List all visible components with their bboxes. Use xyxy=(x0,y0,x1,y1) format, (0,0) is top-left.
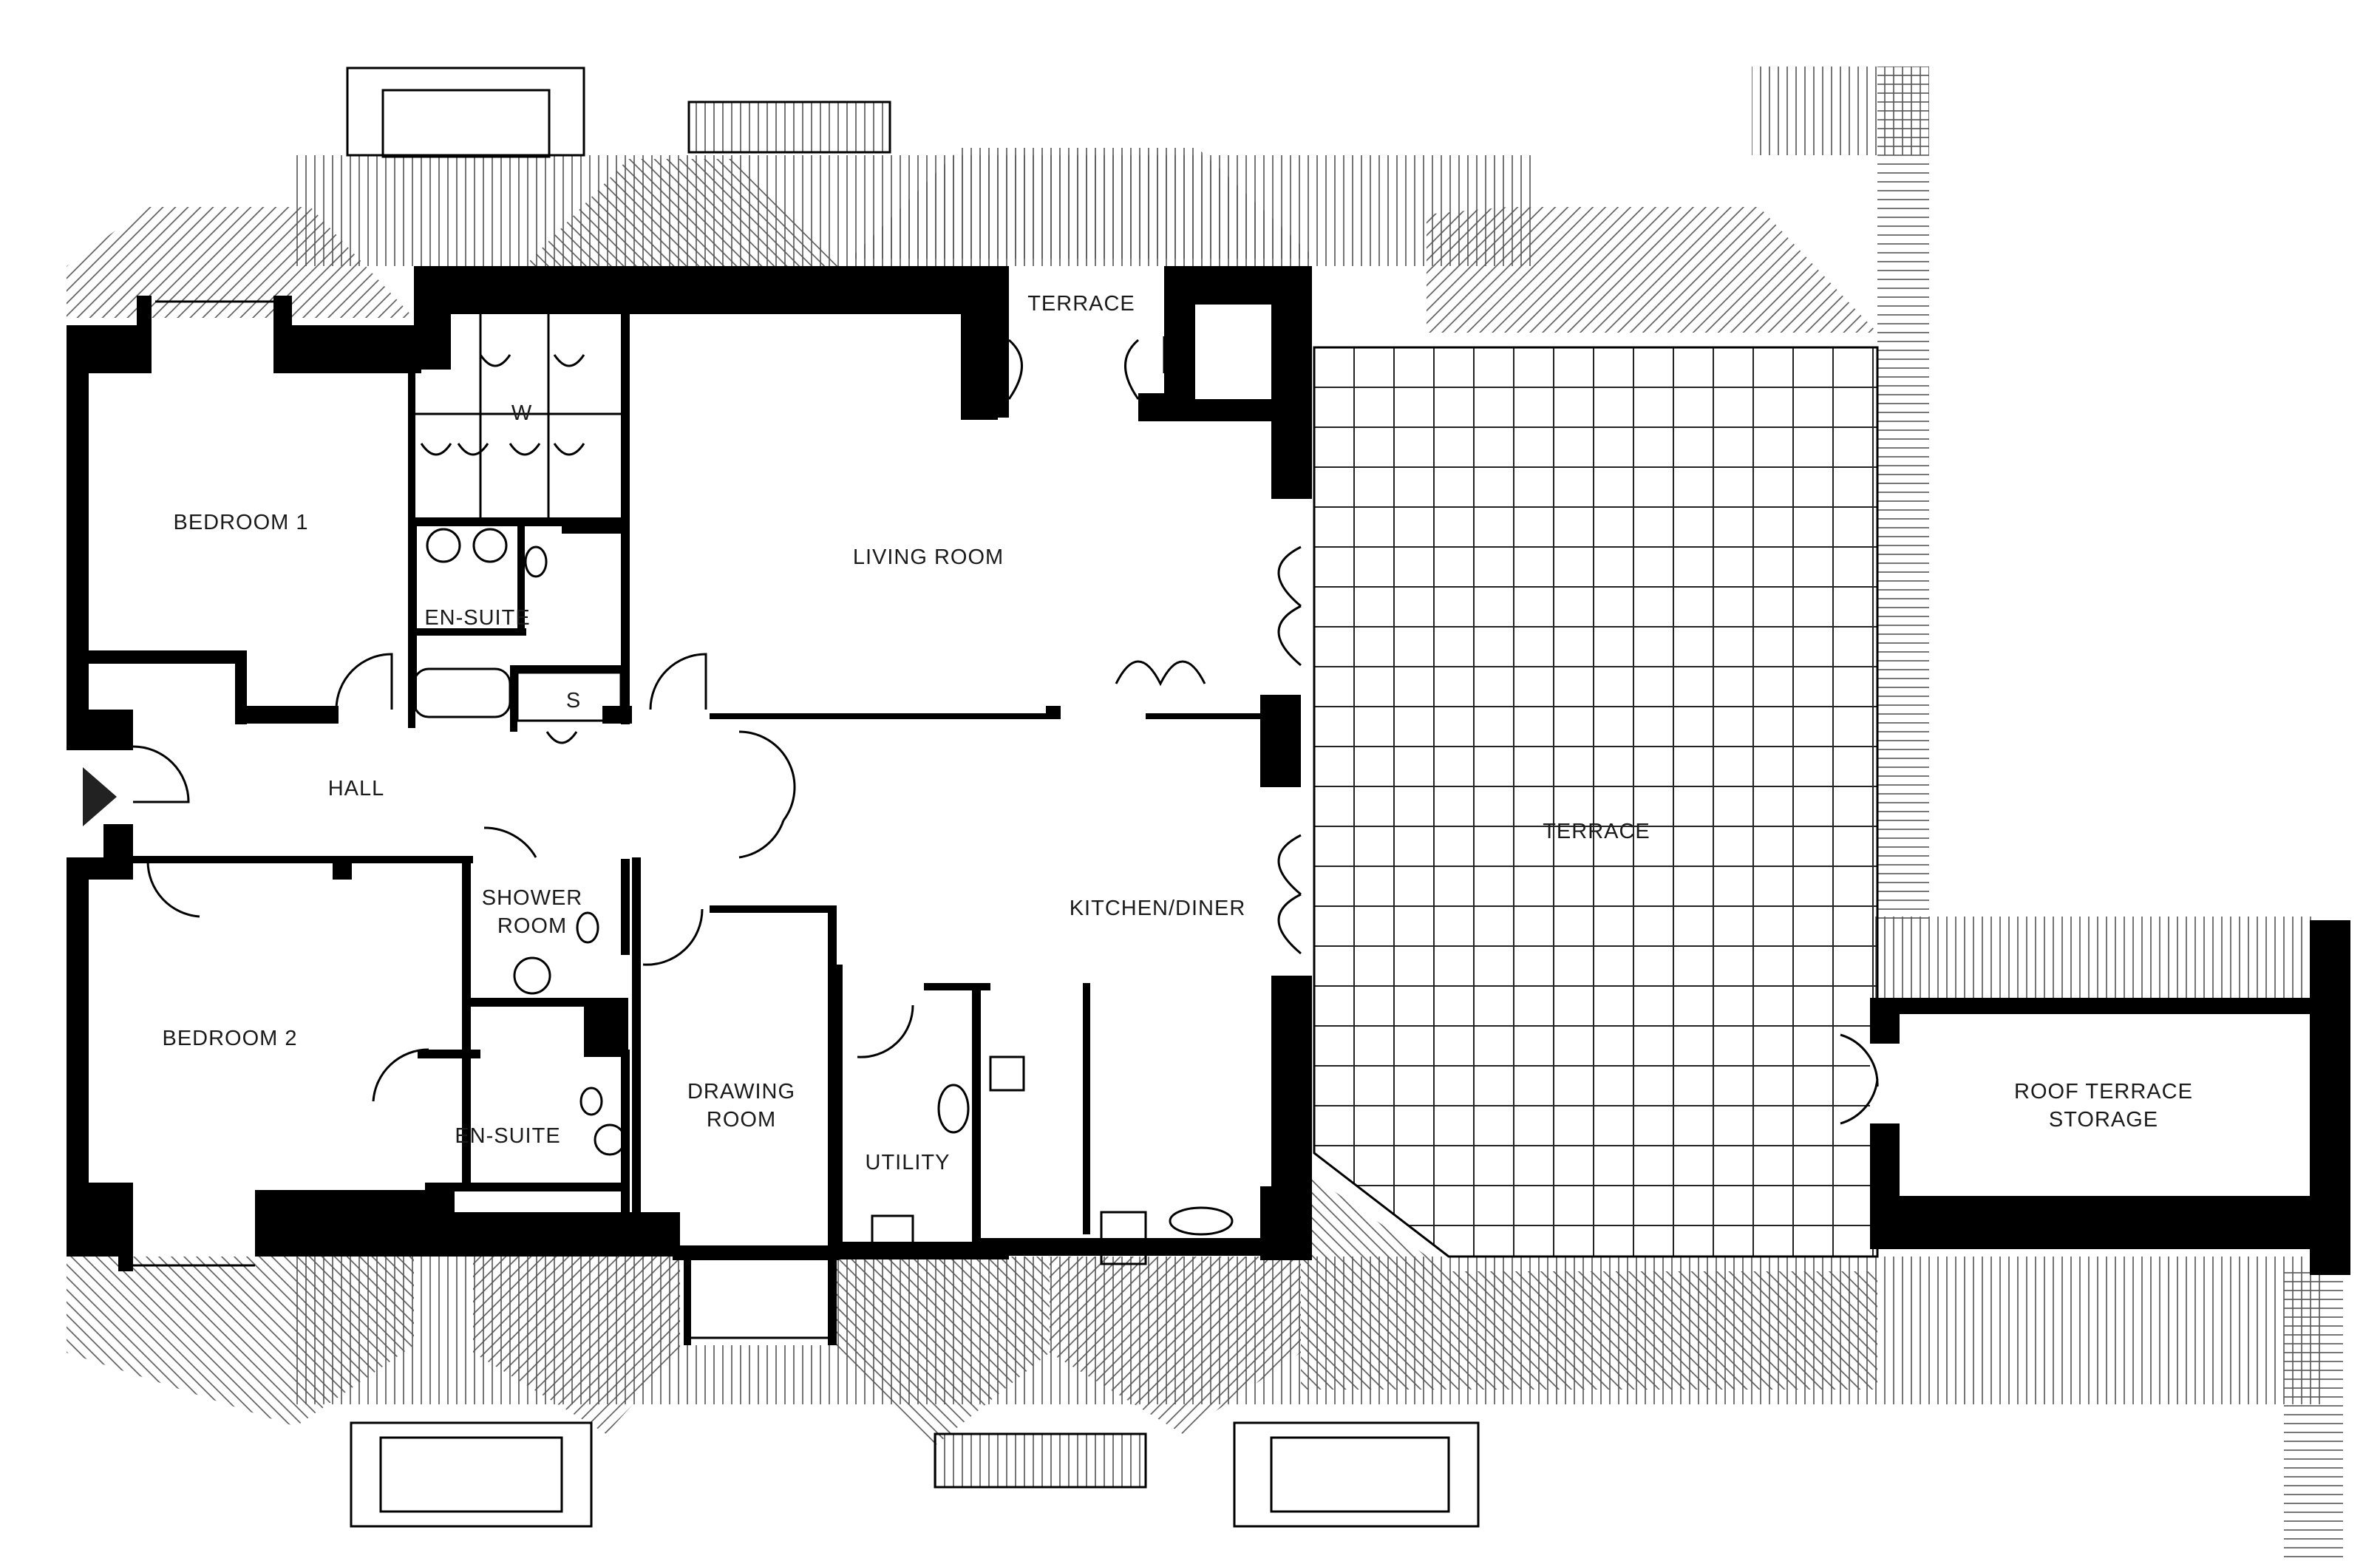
fixtures xyxy=(412,314,1234,1265)
label-shower-room-1: SHOWER xyxy=(482,886,583,910)
roof-bottom xyxy=(67,1168,2321,1449)
label-ensuite-2: EN-SUITE xyxy=(455,1124,560,1148)
door-swings xyxy=(132,545,1302,1102)
dormer-bottom xyxy=(350,1421,1480,1528)
label-store: S xyxy=(566,689,581,713)
terrace-tiles xyxy=(1313,346,1879,1258)
label-terrace-main: TERRACE xyxy=(1543,820,1650,843)
windows xyxy=(133,300,828,1339)
label-shower-room-2: ROOM xyxy=(497,914,567,938)
room-labels: BEDROOM 1 W EN-SUITE S LIVING ROOM TERRA… xyxy=(162,292,2192,1174)
walls xyxy=(67,266,1312,1345)
dormer-top xyxy=(346,67,891,158)
label-storage-1: ROOF TERRACE xyxy=(2014,1080,2193,1104)
entrance-arrow-icon xyxy=(83,767,117,826)
label-drawing-room-2: ROOM xyxy=(707,1108,776,1132)
label-kitchen-diner: KITCHEN/DINER xyxy=(1070,897,1246,920)
label-terrace-small: TERRACE xyxy=(1027,292,1135,316)
label-utility: UTILITY xyxy=(866,1151,951,1174)
label-ensuite-1: EN-SUITE xyxy=(424,606,530,630)
interior-floor xyxy=(67,266,1312,1345)
label-storage-2: STORAGE xyxy=(2049,1108,2158,1132)
label-living-room: LIVING ROOM xyxy=(853,545,1004,569)
label-bedroom-2: BEDROOM 2 xyxy=(162,1027,297,1050)
label-bedroom-1: BEDROOM 1 xyxy=(173,511,308,534)
label-hall: HALL xyxy=(328,777,385,800)
roof-top xyxy=(67,67,2343,1560)
roof-terrace-storage xyxy=(1840,920,2350,1275)
label-drawing-room-1: DRAWING xyxy=(687,1080,795,1104)
label-wardrobe: W xyxy=(511,401,532,425)
